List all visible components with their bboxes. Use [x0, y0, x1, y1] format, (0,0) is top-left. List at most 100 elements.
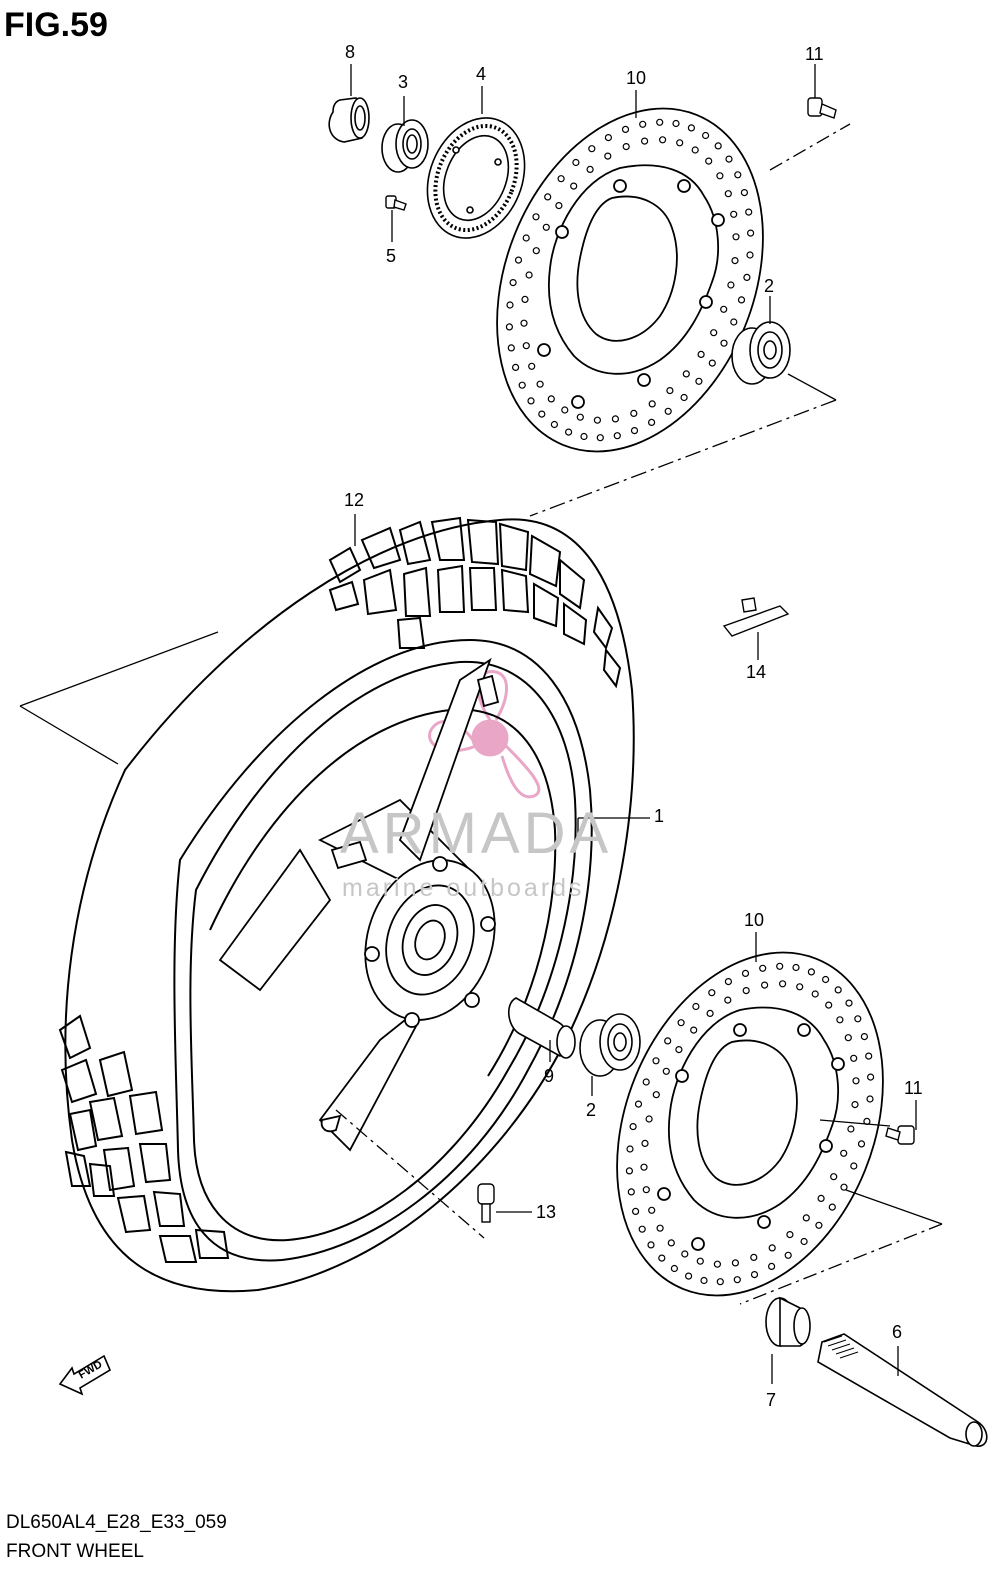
disc-vent-hole — [746, 251, 754, 259]
disc-vent-hole — [647, 418, 656, 426]
spacer-part-icon — [328, 97, 370, 143]
disc-vent-hole — [697, 350, 705, 358]
disc-vent-hole — [828, 1203, 836, 1211]
disc-vent-hole — [652, 1057, 660, 1065]
callout-part-10-top[interactable]: 10 — [626, 68, 647, 88]
disc-vent-hole — [648, 1206, 656, 1214]
disc-vent-hole — [521, 295, 529, 303]
callout-part-11-bottom[interactable]: 11 — [904, 1078, 923, 1098]
disc-vent-hole — [626, 1145, 634, 1153]
disc-vent-hole — [733, 1276, 741, 1284]
disc-vent-hole — [642, 1186, 650, 1194]
callout-part-6[interactable]: 6 — [892, 1322, 903, 1342]
disc-vent-hole — [656, 1224, 664, 1232]
disc-vent-hole — [708, 359, 716, 367]
callout-part-11-top[interactable]: 11 — [805, 44, 824, 64]
callout-part-2-bottom[interactable]: 2 — [586, 1100, 597, 1120]
disc-vent-hole — [852, 1077, 860, 1085]
disc-vent-hole — [642, 1078, 650, 1086]
disc-vent-hole — [631, 1207, 640, 1216]
disc-vent-hole — [845, 999, 853, 1007]
callout-part-7[interactable]: 7 — [766, 1390, 777, 1410]
disc-vent-hole — [658, 1254, 666, 1262]
disc-vent-hole — [830, 1173, 838, 1181]
callout-part-13[interactable]: 13 — [536, 1202, 557, 1222]
screw-part-icon — [385, 195, 407, 211]
disc-vent-hole — [682, 370, 690, 378]
disc-vent-hole — [536, 380, 544, 388]
disc-vent-hole — [716, 172, 724, 180]
disc-bolt-part-icon — [807, 97, 837, 119]
disc-vent-hole — [687, 124, 696, 132]
disc-vent-hole — [730, 318, 738, 326]
disc-vent-hole — [741, 969, 750, 978]
brake-disc-part-icon — [496, 107, 764, 453]
disc-vent-hole — [854, 1015, 862, 1023]
callout-part-4[interactable]: 4 — [476, 64, 487, 84]
disc-vent-hole — [652, 1091, 660, 1099]
callout-part-2-top[interactable]: 2 — [764, 276, 775, 296]
disc-vent-hole — [570, 182, 578, 190]
disc-vent-hole — [710, 329, 718, 337]
disc-vent-hole — [750, 1253, 758, 1262]
disc-vent-hole — [522, 234, 530, 242]
disc-vent-hole — [666, 387, 674, 395]
disc-vent-hole — [844, 1034, 852, 1042]
disc-vent-hole — [658, 136, 667, 144]
disc-vent-hole — [547, 395, 555, 403]
disc-vent-hole — [518, 381, 526, 389]
callout-part-9[interactable]: 9 — [544, 1066, 555, 1086]
disc-vent-hole — [817, 1194, 825, 1203]
callout-part-3[interactable]: 3 — [398, 72, 409, 92]
callout-part-1[interactable]: 1 — [654, 806, 665, 826]
disc-vent-hole — [776, 962, 784, 970]
disc-vent-hole — [681, 1250, 689, 1258]
disc-vent-hole — [750, 1270, 759, 1279]
disc-vent-hole — [866, 1095, 874, 1103]
figure-code: DL650AL4_E28_E33_059 — [6, 1512, 227, 1533]
disc-vent-hole — [544, 193, 552, 201]
disc-vent-hole — [627, 1188, 635, 1196]
disc-vent-hole — [645, 1115, 653, 1123]
disc-vent-hole — [700, 1276, 708, 1285]
disc-vent-hole — [691, 146, 699, 154]
disc-vent-hole — [538, 410, 546, 418]
disc-vent-hole — [675, 1045, 683, 1054]
disc-vent-hole — [580, 432, 588, 441]
callout-part-8[interactable]: 8 — [345, 42, 356, 62]
disc-vent-hole — [588, 145, 596, 153]
disc-vent-hole — [724, 977, 733, 986]
disc-vent-hole — [850, 1054, 858, 1062]
disc-vent-hole — [564, 428, 573, 436]
callout-part-14[interactable]: 14 — [746, 662, 767, 682]
disc-vent-hole — [730, 210, 738, 218]
disc-vent-hole — [767, 1262, 776, 1271]
bearing-part-icon — [731, 321, 791, 385]
callout-part-12[interactable]: 12 — [344, 490, 365, 510]
disc-vent-hole — [576, 413, 584, 421]
disc-vent-hole — [800, 1237, 808, 1246]
disc-vent-hole — [825, 1001, 833, 1009]
assembly-lines-2 — [19, 514, 943, 1384]
callout-part-10-bottom[interactable]: 10 — [744, 910, 765, 930]
disc-vent-hole — [740, 189, 749, 197]
disc-vent-hole — [714, 142, 722, 150]
disc-vent-hole — [834, 986, 842, 994]
disc-vent-hole — [640, 137, 649, 145]
disc-vent-hole — [514, 256, 523, 264]
disc-vent-hole — [701, 131, 710, 140]
callout-part-5[interactable]: 5 — [386, 246, 397, 266]
disc-vent-hole — [734, 171, 742, 179]
disc-vent-hole — [737, 296, 746, 304]
bearing-part-icon-2 — [579, 1013, 641, 1077]
disc-vent-hole — [796, 983, 804, 991]
disc-vent-hole — [836, 1016, 844, 1024]
disc-bolt-part-icon-2 — [885, 1125, 915, 1145]
assembly-lines — [350, 64, 851, 517]
disc-vent-hole — [532, 247, 540, 255]
disc-vent-hole — [640, 1163, 648, 1171]
disc-vent-hole — [641, 1139, 649, 1148]
disc-vent-hole — [840, 1149, 848, 1157]
disc-vent-hole — [634, 1100, 643, 1108]
